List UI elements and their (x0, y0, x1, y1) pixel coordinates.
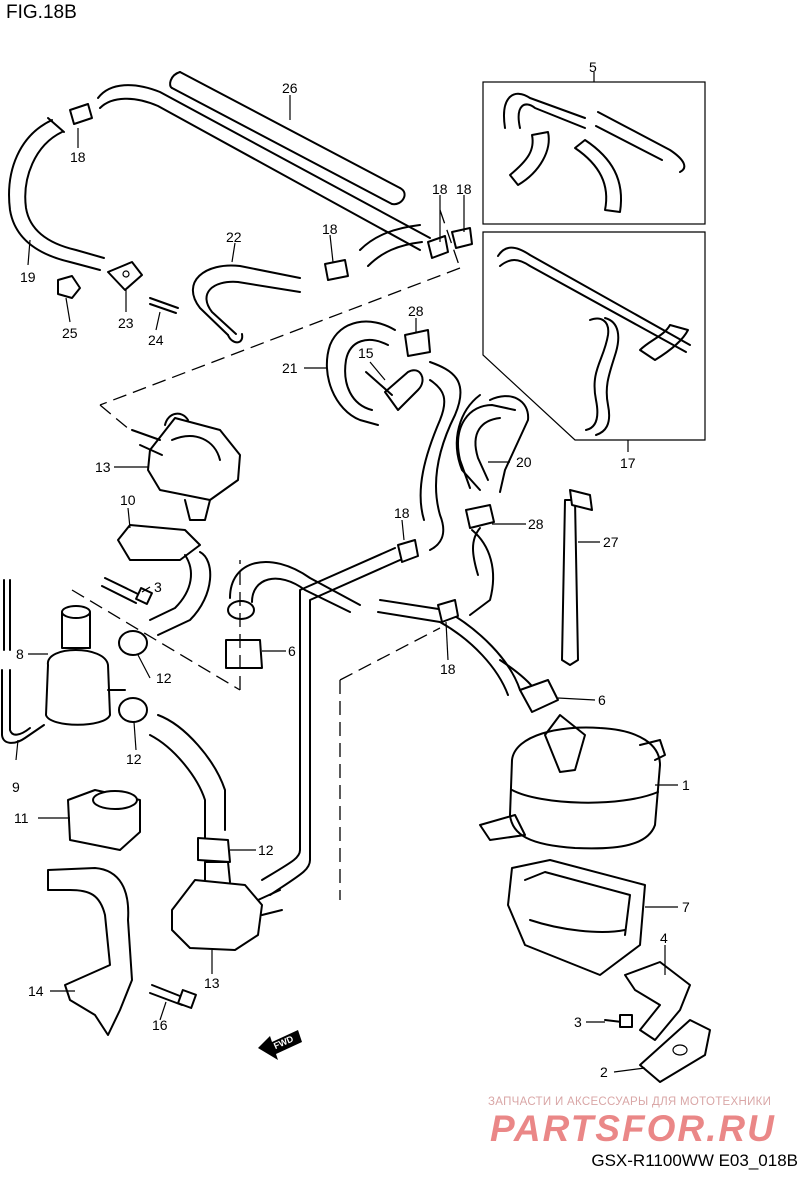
callout-18-f: 18 (440, 661, 456, 677)
callout-19: 19 (20, 269, 36, 285)
part-24-stud (149, 297, 179, 314)
callout-17: 17 (620, 455, 636, 471)
reference-lines (71, 209, 461, 900)
part-10-bracket (117, 524, 201, 561)
callout-4: 4 (660, 930, 668, 946)
hose-lower-to-center (261, 547, 401, 896)
callout-12-c: 12 (258, 842, 274, 858)
callout-2: 2 (600, 1064, 608, 1080)
model-code: GSX-R1100WW E03_018B (591, 1151, 798, 1170)
watermark-tagline: ЗАПЧАСТИ И АКСЕССУАРЫ ДЛЯ МОТОТЕХНИКИ (488, 1096, 772, 1108)
callout-6-b: 6 (598, 692, 606, 708)
callout-15: 15 (358, 345, 374, 361)
part-15-sleeve (365, 369, 424, 411)
part-9-hose (1, 579, 45, 744)
part-5-hose-set (482, 81, 706, 225)
part-17-hose-set (482, 231, 706, 441)
part-12-clamps (118, 630, 231, 863)
callout-5: 5 (589, 59, 597, 75)
part-4-bracket (624, 961, 691, 1041)
callout-9: 9 (12, 779, 20, 795)
part-14-bracket (47, 867, 133, 1036)
callout-8: 8 (16, 646, 24, 662)
callout-20: 20 (516, 454, 532, 470)
hose-from-valve (149, 551, 212, 636)
part-20-hose (457, 404, 516, 489)
callout-28-a: 28 (408, 303, 424, 319)
callout-21: 21 (282, 360, 298, 376)
callout-24: 24 (148, 332, 164, 348)
callout-16: 16 (152, 1017, 168, 1033)
part-1-airbox (479, 714, 666, 850)
figure-title: FIG.18B (6, 2, 77, 23)
part-2-bracket (639, 1019, 711, 1083)
callout-12-b: 12 (126, 751, 142, 767)
callout-22: 22 (226, 229, 242, 245)
leader-lines (15, 72, 678, 1073)
part-19-hose (8, 117, 105, 271)
part-28-clamps (404, 329, 495, 529)
callout-23: 23 (118, 315, 134, 331)
callout-18-e: 18 (394, 505, 410, 521)
callout-3-a: 3 (154, 579, 162, 595)
callout-11: 11 (14, 810, 29, 826)
part-25-nut (57, 275, 81, 299)
part-11-holder (67, 789, 141, 851)
part-8-valve (45, 605, 126, 726)
part-7-duct (507, 859, 646, 976)
callout-27: 27 (603, 534, 619, 550)
callout-1: 1 (682, 777, 690, 793)
callout-18-c: 18 (456, 181, 472, 197)
callout-10: 10 (120, 492, 136, 508)
callout-12-a: 12 (156, 670, 172, 686)
long-hose-top (97, 84, 431, 267)
part-16-bolt (149, 984, 197, 1009)
part-13-valve-upper (131, 412, 241, 521)
fwd-arrow-icon: FWD (258, 1030, 302, 1060)
callout-7: 7 (682, 899, 690, 915)
part-6-hose-lower (499, 659, 559, 713)
part-6-hose-upper (225, 561, 361, 669)
callout-labels: 5 26 18 18 18 18 22 19 23 24 25 28 15 21… (12, 59, 690, 1080)
callout-13-a: 13 (95, 459, 111, 475)
callout-6-a: 6 (288, 643, 296, 659)
callout-26: 26 (282, 80, 298, 96)
callout-13-b: 13 (204, 975, 220, 991)
hose-to-lower-valve (149, 714, 226, 839)
part-3-bolt-lower (604, 1014, 633, 1028)
part-13-valve-lower (171, 861, 283, 951)
callout-3-b: 3 (574, 1014, 582, 1030)
part-23-plate (107, 261, 143, 291)
part-3-bolt-upper (101, 577, 153, 605)
callout-18-a: 18 (70, 149, 86, 165)
part-22-hose (191, 264, 301, 344)
part-18-clamps (69, 103, 473, 623)
part-26-hose (169, 71, 406, 206)
center-hoses (377, 361, 530, 696)
callout-25: 25 (62, 325, 78, 341)
watermark-logo: PARTSFOR.RU (490, 1108, 776, 1149)
callout-28-b: 28 (528, 516, 544, 532)
callout-14: 14 (28, 983, 44, 999)
callout-18-d: 18 (322, 221, 338, 237)
part-21-hose (325, 320, 396, 426)
callout-18-b: 18 (432, 181, 448, 197)
part-27-strap (561, 489, 593, 666)
